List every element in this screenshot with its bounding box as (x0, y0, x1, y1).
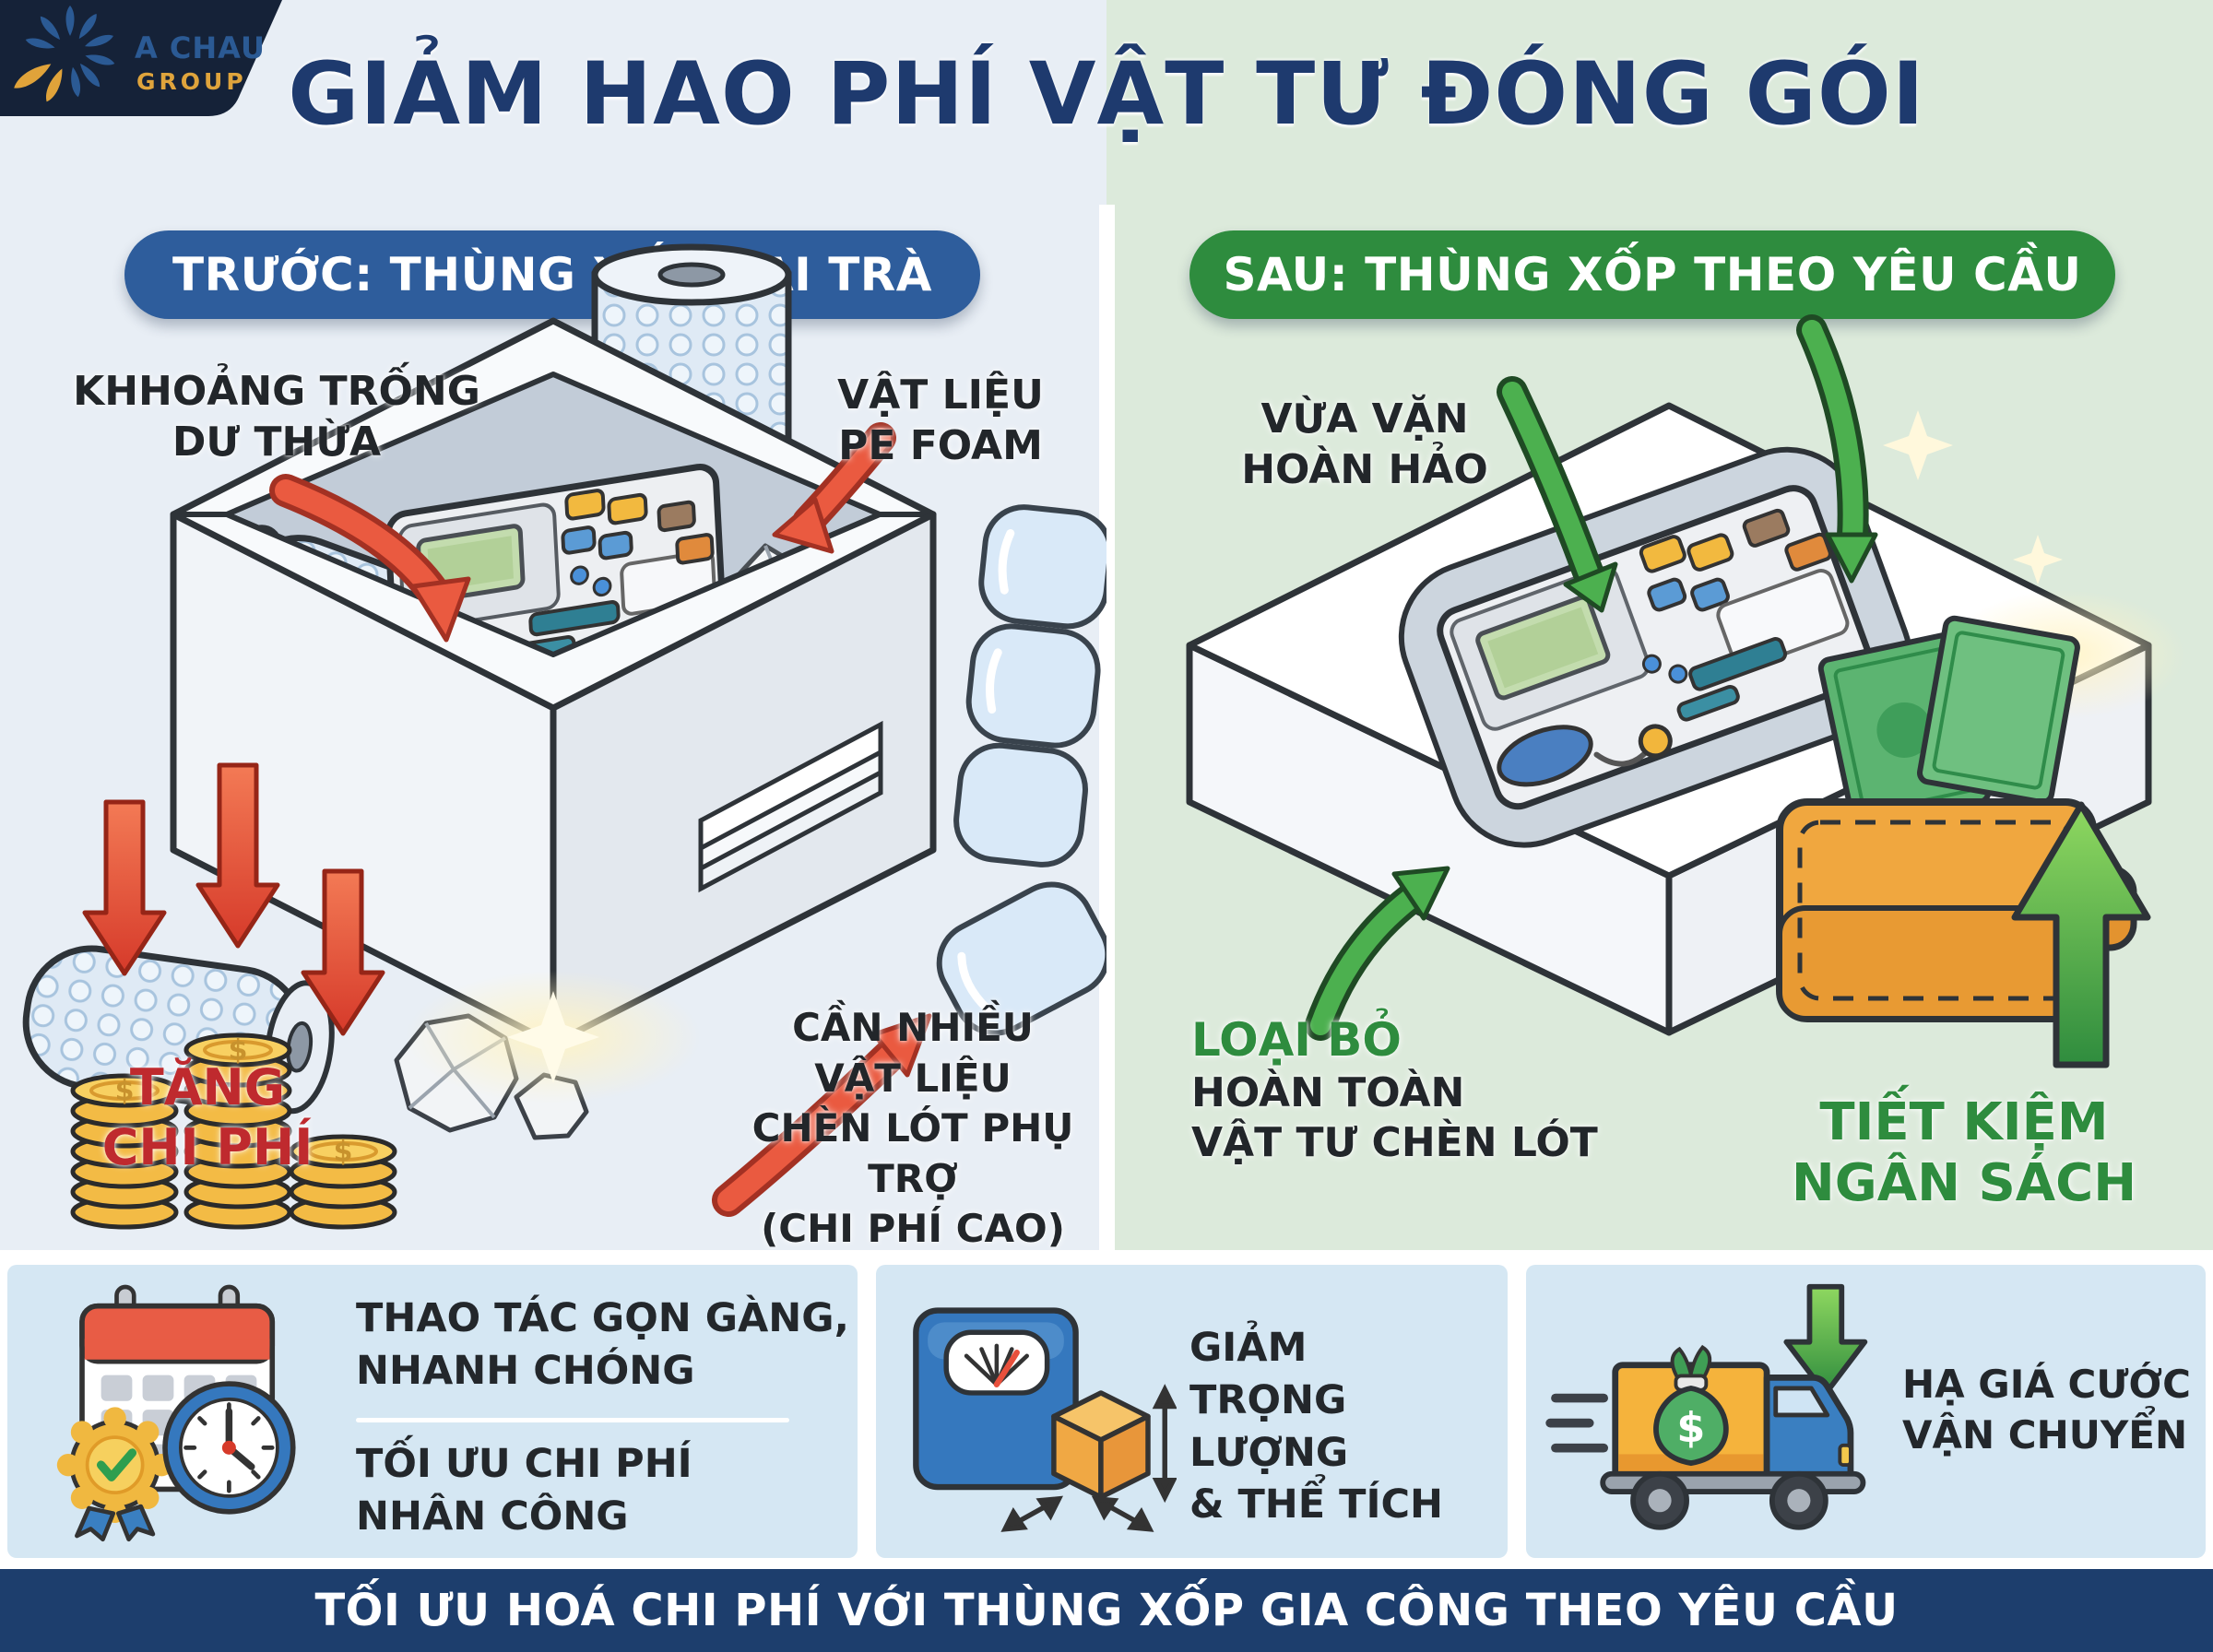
cube-icon (1051, 1390, 1151, 1500)
benefit-weight-text: GIẢM TRỌNG LƯỢNG & THỂ TÍCH (1189, 1325, 1444, 1528)
benefit-shipping-text: HẠ GIÁ CƯỚC VẬN CHUYỂN (1902, 1362, 2191, 1458)
label-remove-lead: LOẠI BỎ (1191, 1013, 1402, 1067)
footer-text: TỐI ƯU HOÁ CHI PHÍ VỚI THÙNG XỐP GIA CÔN… (314, 1585, 1899, 1636)
down-arrow-icon (1783, 1283, 1868, 1397)
scale-cube-icon (913, 1307, 1177, 1532)
green-pointer-arrows (1305, 314, 1878, 1041)
label-budget-savings: TIẾT KIỆM NGÂN SÁCH (1791, 1092, 2137, 1214)
label-empty-space: KHHOẢNG TRỐNG DƯ THỪA (73, 368, 480, 466)
calendar-clock-icon (56, 1284, 296, 1542)
logo-sub: GROUP (136, 68, 247, 95)
dimension-arrows-icon (1000, 1384, 1177, 1532)
after-header: SAU: THÙNG XỐP THEO YÊU CẦU (1189, 230, 2115, 319)
before-header: TRƯỚC: THÙNG XỐP ĐẠI TRÀ (124, 230, 980, 319)
after-illustration (1186, 314, 2185, 1068)
air-pillows (936, 504, 1106, 1036)
label-perfect-fit: VỪA VẶN HOÀN HẢO (1241, 395, 1488, 493)
clock-icon (162, 1381, 296, 1515)
red-pointer-arrows (269, 422, 932, 1217)
label-filler-needed: CẦN NHIỀU VẬT LIỆU CHÈN LÓT PHỤ TRỢ (CHI… (751, 1005, 1074, 1252)
label-pe-foam: VẬT LIỆU PE FOAM (837, 372, 1044, 469)
logo-badge: A CHAU GROUP (0, 0, 282, 116)
benefit-labor-line1: THAO TÁC GỌN GÀNG, NHANH CHÓNG (356, 1295, 849, 1394)
label-remove-filler: LOẠI BỎ HOÀN TOÀN VẬT TƯ CHÈN LÓT (1191, 1012, 1634, 1167)
panel-divider (1099, 205, 1115, 1250)
before-illustration: $ (22, 243, 1106, 1249)
wallet-icon (1776, 615, 2137, 1022)
money-bag-icon: $ (1653, 1344, 1729, 1467)
cost-up-arrows-icon (82, 762, 385, 1036)
footer-banner: TỐI ƯU HOÁ CHI PHÍ VỚI THÙNG XỐP GIA CÔN… (0, 1569, 2213, 1652)
badge-check-icon (56, 1407, 173, 1542)
benefit-card-labor: THAO TÁC GỌN GÀNG, NHANH CHÓNG TỐI ƯU CH… (7, 1265, 858, 1558)
label-cost-increase: TĂNG CHI PHÍ (101, 1058, 314, 1176)
savings-up-arrow-icon (2011, 801, 2151, 1068)
label-remove-rest: HOÀN TOÀN VẬT TƯ CHÈN LÓT (1191, 1069, 1598, 1166)
dollar-sign: $ (1676, 1405, 1705, 1452)
logo-name: A CHAU (135, 30, 266, 65)
page-title: GIẢM HAO PHÍ VẬT TƯ ĐÓNG GÓI (288, 44, 1925, 145)
sparkle-icon (1883, 410, 2063, 584)
benefit-divider (356, 1418, 789, 1422)
delivery-truck-icon: $ (1545, 1283, 1868, 1530)
benefit-labor-line2: TỐI ƯU CHI PHÍ NHÂN CÔNG (356, 1441, 692, 1540)
sparkle-icon (406, 971, 701, 1103)
benefit-card-shipping: $ HẠ GIÁ CƯỚC VẬN CHUYỂN (1526, 1265, 2206, 1558)
foam-sheets (698, 720, 883, 893)
benefit-card-weight: GIẢM TRỌNG LƯỢNG & THỂ TÍCH (876, 1265, 1508, 1558)
